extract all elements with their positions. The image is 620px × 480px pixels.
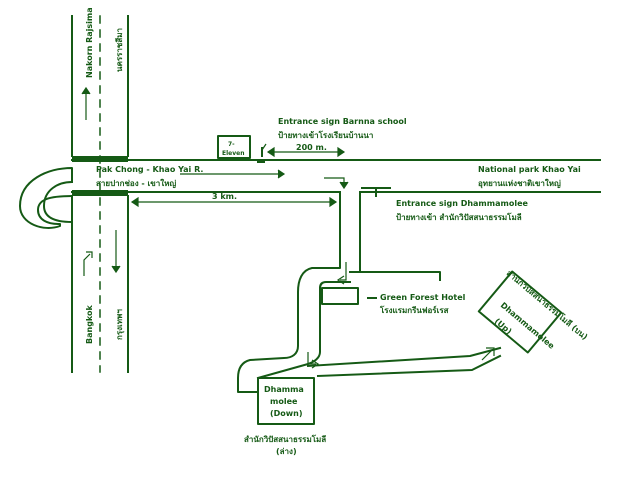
seven-label-1: 7- bbox=[228, 141, 235, 148]
nakorn-label-en: Nakorn Rajsima bbox=[85, 7, 94, 78]
distance-200m: 200 m. bbox=[296, 143, 327, 152]
dham-sign-label-en: Entrance sign Dhammamolee bbox=[396, 199, 528, 208]
road-label-en: Pak Chong - Khao Yai R. bbox=[96, 165, 203, 174]
dhammamolee-up-building bbox=[477, 270, 563, 354]
dhammamolee-down-building bbox=[257, 377, 315, 425]
down-label-2: molee bbox=[270, 397, 298, 406]
direction-arrows bbox=[81, 86, 495, 369]
green-forest-label-th: โรงแรมกรีนฟอร์เรส bbox=[379, 305, 449, 315]
green-forest-hotel-building bbox=[321, 287, 359, 305]
seven-eleven-building bbox=[217, 135, 251, 159]
down-label-3: (Down) bbox=[270, 409, 303, 418]
pak-chong-khao-yai-road bbox=[71, 156, 601, 196]
park-label-th: อุทยานแห่งชาติเขาใหญ่ bbox=[478, 178, 561, 189]
bangkok-label-th: กรุงเทพฯ bbox=[115, 309, 125, 340]
down-label-th-2: (ล่าง) bbox=[276, 447, 297, 456]
down-label-1: Dhamma bbox=[264, 385, 304, 394]
side-road-dhammamolee bbox=[237, 191, 502, 393]
seven-label-2: Eleven bbox=[222, 150, 244, 157]
barnna-label-en: Entrance sign Barnna school bbox=[278, 117, 407, 126]
park-label-en: National park Khao Yai bbox=[478, 165, 581, 174]
down-label-th-1: สำนักวิปัสสนาธรรมโมลี bbox=[244, 434, 326, 444]
nakorn-label-th: นครราชสีมา bbox=[114, 28, 124, 72]
north-south-highway bbox=[19, 15, 129, 373]
dham-sign-label-th: ป้ายทางเข้า สำนักวิปัสสนาธรรมโมลี bbox=[396, 212, 522, 222]
green-forest-label-en: Green Forest Hotel bbox=[380, 293, 466, 302]
bangkok-label-en: Bangkok bbox=[85, 304, 94, 344]
distance-markers bbox=[130, 146, 346, 208]
barnna-label-th: ป้ายทางเข้าโรงเรียนบ้านนา bbox=[278, 130, 373, 140]
road-label-th: สายปากช่อง - เขาใหญ่ bbox=[96, 178, 176, 189]
distance-3km: 3 km. bbox=[212, 192, 237, 201]
